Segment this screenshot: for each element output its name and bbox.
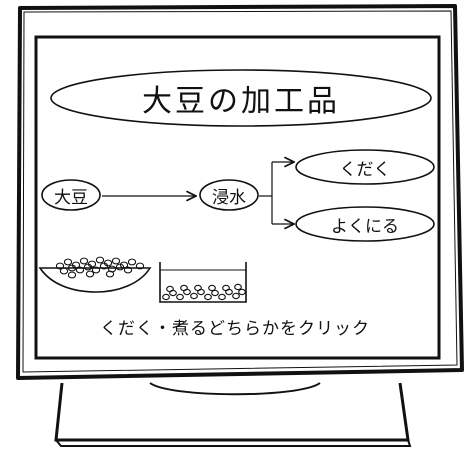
kudaku-option-button[interactable]: くだく [296, 152, 434, 182]
bean-icon [105, 270, 115, 278]
daizu-node-label: 大豆 [54, 187, 88, 208]
bean-icon [63, 258, 73, 266]
bean-icon [85, 270, 95, 278]
bean-icon [59, 267, 69, 275]
bean-icon [115, 263, 125, 271]
kudaku-option-label: くだく [339, 159, 391, 180]
bean-icon [67, 271, 77, 279]
bean-icon [204, 293, 212, 301]
monitor-screen [34, 35, 441, 360]
soaking-tank-illustration [159, 262, 247, 303]
bean-icon [55, 262, 65, 270]
bean-icon [91, 266, 101, 274]
bean-icon [75, 266, 85, 274]
bean-icon [135, 262, 145, 270]
bean-icon [166, 285, 174, 293]
bean-icon [234, 283, 242, 291]
instruction-text: くだく・煮るどちらかをクリック [100, 318, 370, 339]
bean-icon [67, 264, 77, 272]
branch-arrows [259, 162, 294, 224]
bean-icon [194, 284, 202, 292]
bean-bowl-illustration [38, 256, 152, 293]
bean-icon [232, 292, 240, 300]
diagram-title: 大豆の加工品 [142, 84, 340, 119]
kudaku-option-oval [295, 149, 435, 185]
soak-node-label: 浸水 [212, 187, 246, 208]
bean-icon [123, 266, 133, 274]
bean-icon [176, 293, 184, 301]
bean-icon [222, 284, 230, 292]
bean-icon [99, 262, 109, 270]
bean-icon [208, 284, 216, 292]
bean-icon [238, 288, 246, 296]
bean-icon [218, 293, 226, 301]
daizu-node-oval [41, 179, 101, 211]
monitor-stand [54, 382, 412, 447]
title-oval [50, 69, 432, 127]
monitor-bezel-inner-edge [22, 10, 458, 373]
bean-icon [180, 284, 188, 292]
yokuniru-option-oval [295, 206, 435, 242]
bean-icon [111, 257, 121, 265]
bean-icon [127, 258, 137, 266]
yokuniru-option-label: よくにる [331, 216, 399, 237]
yokuniru-option-button[interactable]: よくにる [296, 209, 434, 239]
bean-icon [95, 256, 105, 264]
soak-node-oval [199, 179, 259, 211]
bean-icon [211, 289, 219, 297]
bean-icon [162, 293, 170, 301]
bean-icon [79, 257, 89, 265]
bean-icon [190, 292, 198, 300]
bean-icon [83, 263, 93, 271]
